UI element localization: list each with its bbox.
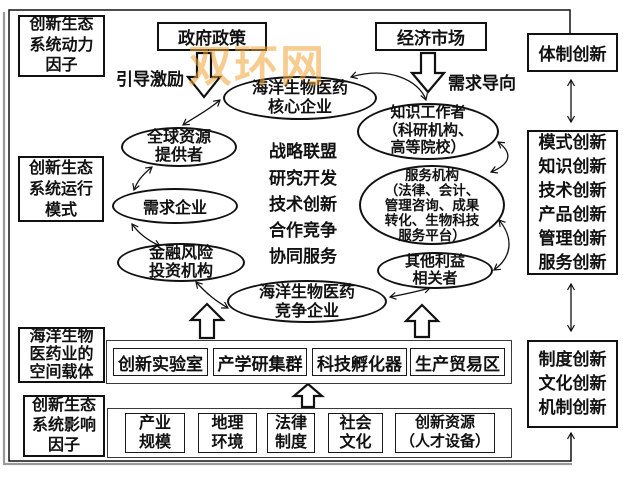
- carriers-up-arrow-left: [188, 302, 226, 340]
- ellipse-demand-enterprise: 需求企业: [112, 188, 238, 224]
- label-influence-factor: 创新生态 系统影响 因子: [23, 395, 105, 457]
- ellipse-knowledge-workers: 知识工作者 （科研机构、 高等院校）: [357, 103, 499, 160]
- label-guide-incentive: 引导激励: [116, 69, 184, 89]
- arrow-core-knowledge: [349, 71, 428, 102]
- ellipse-venture-capital: 金融风险 投资机构: [117, 243, 245, 282]
- box-innovation-types: 模式创新 知识创新 技术创新 产品创新 管理创新 服务创新: [527, 130, 618, 275]
- box-economic-market: 经济市场: [375, 22, 487, 51]
- arrow-service-stakeholder: [493, 219, 510, 271]
- box-innovation-resources: 创新资源 （人才设备）: [395, 413, 495, 453]
- arrow-finance-competitor: [195, 281, 230, 309]
- factors-up-arrow: [291, 382, 325, 409]
- ellipse-other-stakeholders: 其他利益 相关者: [377, 252, 493, 289]
- box-system-innovation: 体制创新: [527, 33, 618, 72]
- arrow-global-demand: [132, 166, 153, 192]
- ellipse-service-agencies: 服务机构 （法律、会计、 管理咨询、成果 转化、生物科技 服务平台）: [359, 165, 505, 245]
- arrow-competitor-stakeholder: [388, 285, 432, 300]
- box-innovation-lab: 创新实验室: [113, 348, 208, 376]
- box-social-culture: 社会 文化: [328, 413, 383, 453]
- box-geographic-environment: 地理 环境: [198, 413, 257, 453]
- box-industry-academia-cluster: 产学研集群: [213, 348, 307, 376]
- label-dynamics-factor: 创新生态 系统动力 因子: [18, 15, 105, 77]
- center-activity-list: 战略联盟 研究开发 技术创新 合作竞争 协同服务: [269, 142, 337, 267]
- carriers-up-arrow-right: [403, 303, 441, 339]
- ellipse-global-resource-provider: 全球资源 提供者: [121, 127, 237, 167]
- label-space-carrier: 海洋生物 医药业的 空间载体: [18, 327, 105, 383]
- main-frame-border: [8, 9, 576, 462]
- frame-shadow: [2, 12, 572, 466]
- label-demand-oriented: 需求导向: [448, 73, 516, 93]
- arrow-knowledge-service: [489, 141, 509, 174]
- box-tech-incubator: 科技孵化器: [312, 348, 407, 376]
- box-legal-system: 法律 制度: [267, 413, 315, 453]
- box-production-trade-zone: 生产贸易区: [410, 348, 505, 376]
- ellipse-core-enterprise: 海洋生物医药 核心企业: [223, 76, 377, 120]
- box-industry-scale: 产业 规模: [125, 413, 185, 453]
- box-institution-innovation: 制度创新 文化创新 机制创新: [527, 340, 618, 428]
- gov-policy-down-arrow: [185, 51, 223, 99]
- box-government-policy: 政府政策: [157, 22, 267, 51]
- arrow-core-global: [182, 99, 221, 126]
- arrow-demand-finance: [131, 223, 162, 248]
- label-operation-mode: 创新生态 系统运行 模式: [18, 156, 104, 222]
- ellipse-competitor-enterprise: 海洋生物医药 竞争企业: [227, 280, 387, 323]
